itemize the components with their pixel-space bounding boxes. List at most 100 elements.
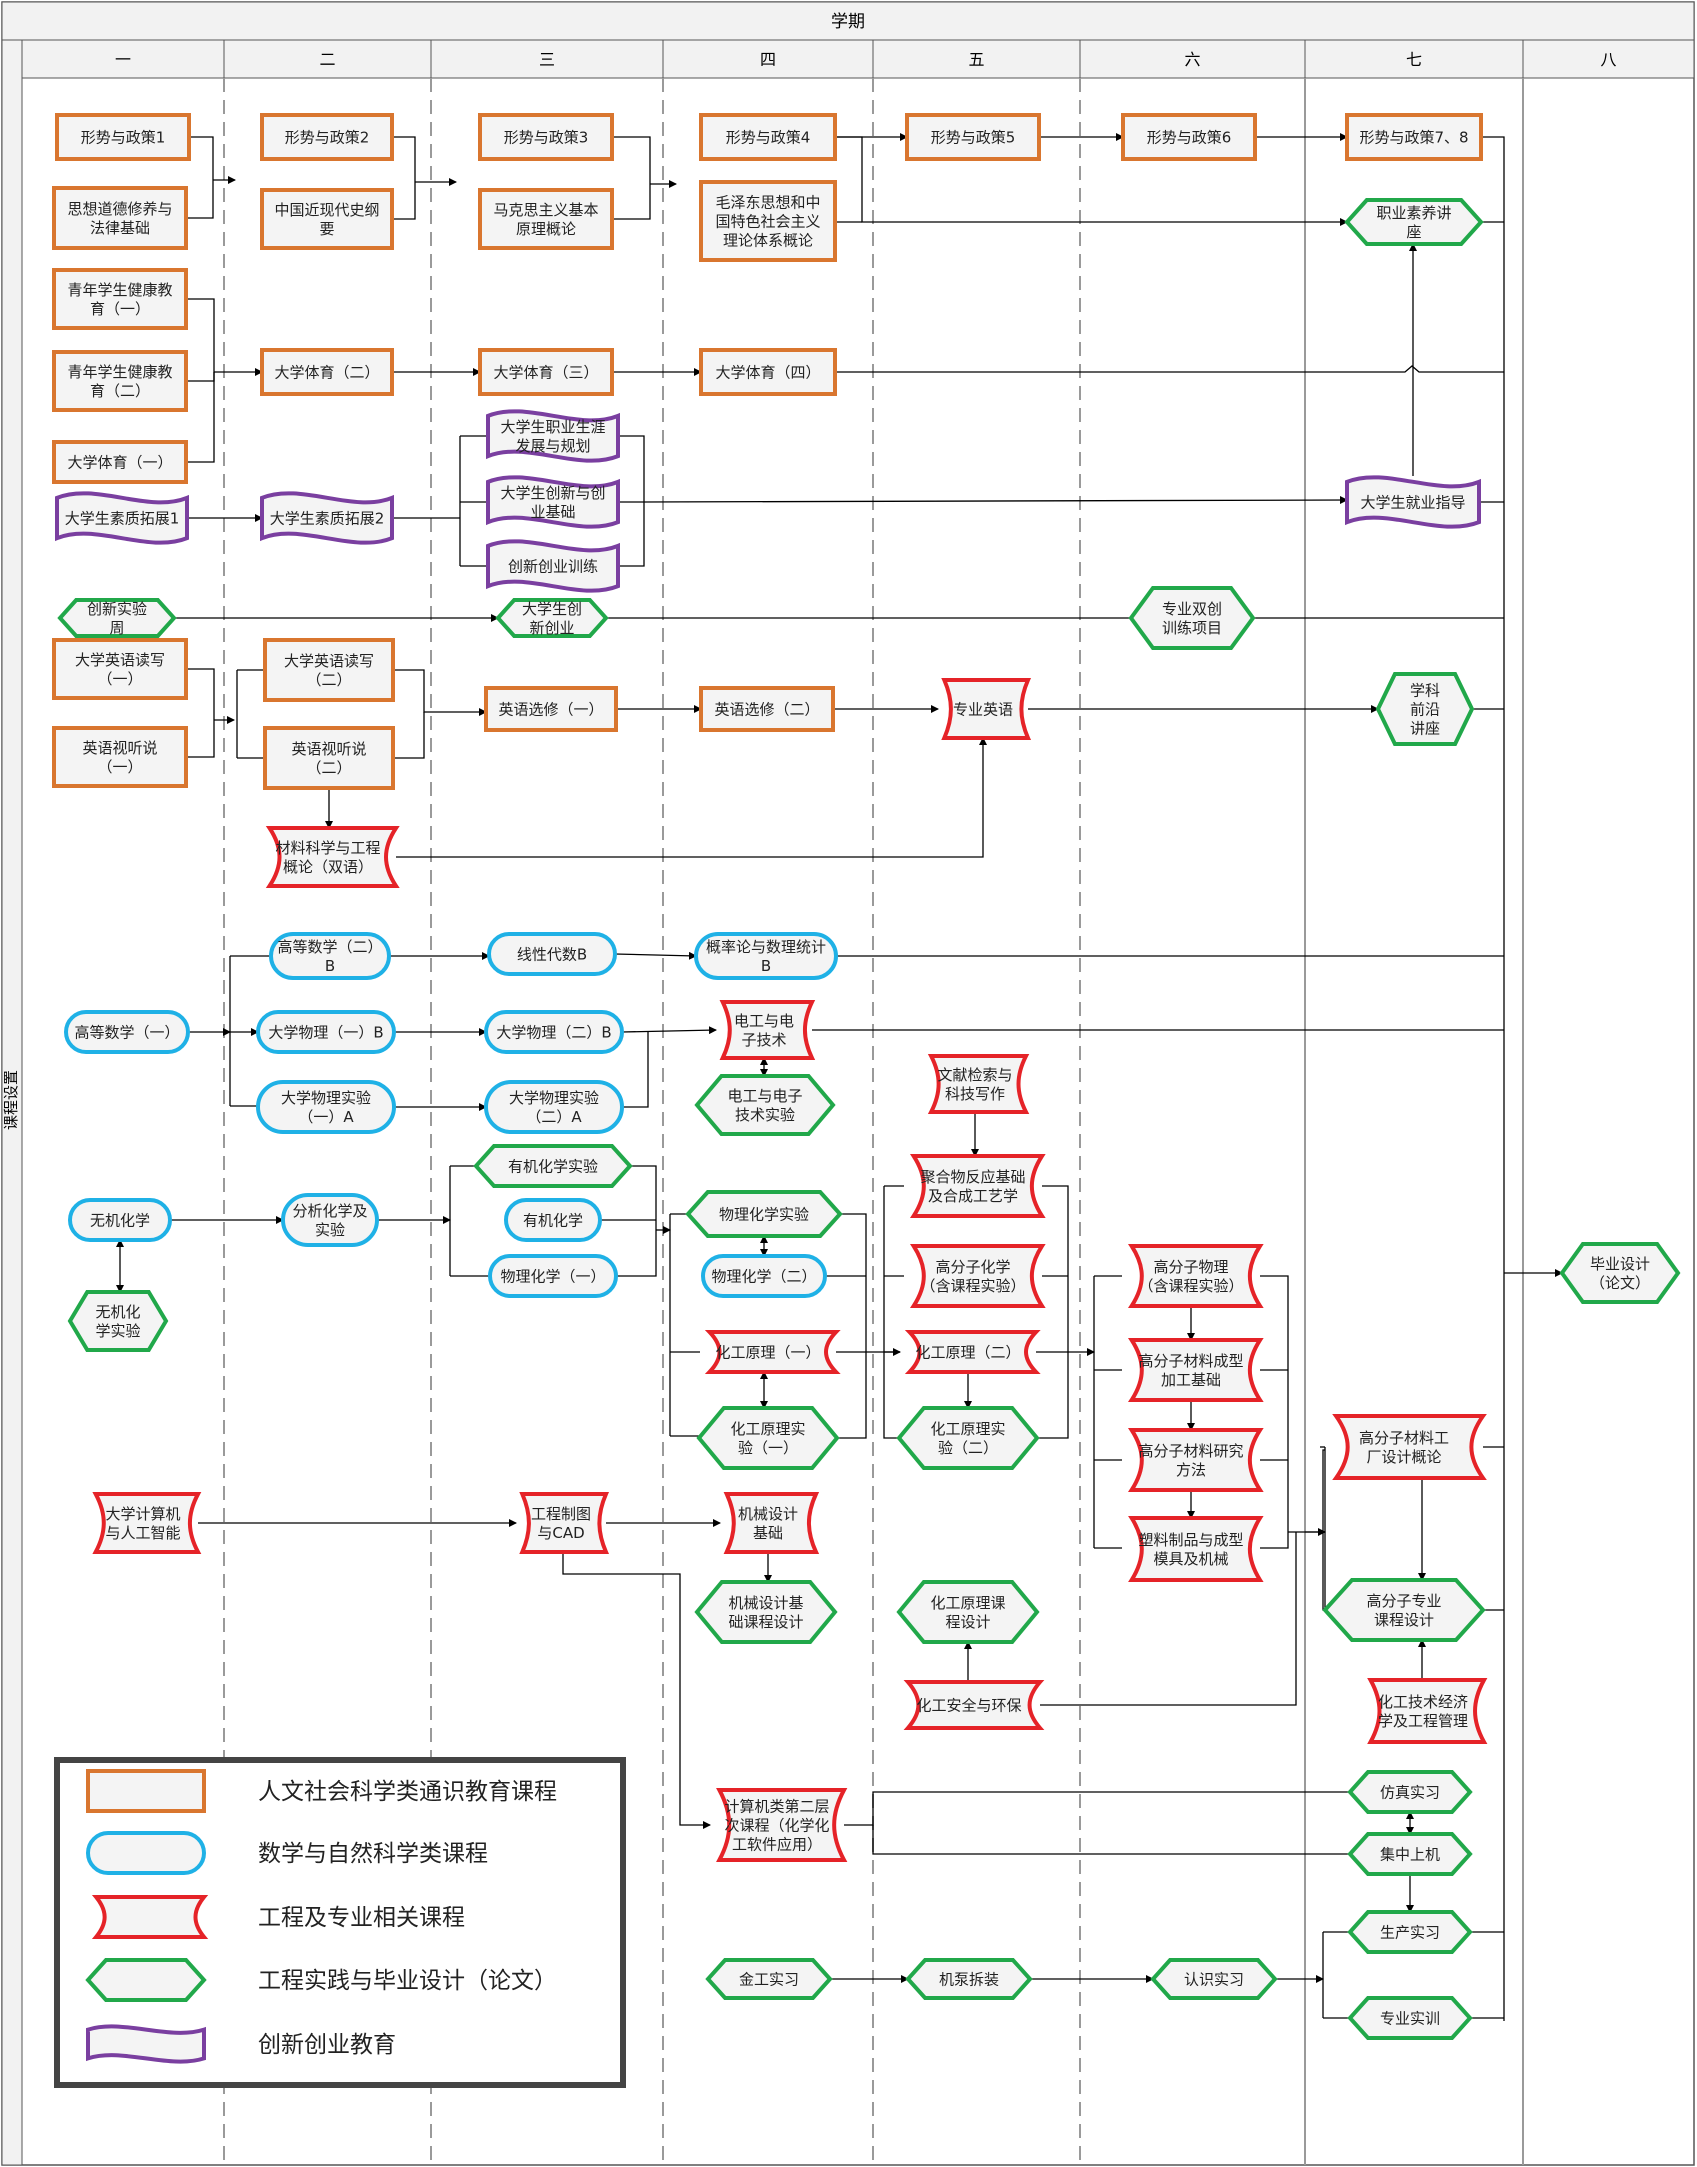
node-label: 塑料制品与成型模具及机械 (1138, 1531, 1243, 1568)
node-jgsx: 金工实习 (705, 1958, 833, 2000)
node-wlhx2: 物理化学（二） (701, 1254, 827, 1298)
node-label: 形势与政策6 (1147, 128, 1232, 146)
semester-header-cell (1304, 39, 1524, 79)
node-hgsy2: 化工原理实验（二） (896, 1406, 1040, 1470)
node-label: 机械设计基础课程设计 (728, 1594, 803, 1631)
node-label: 英语视听说（二） (291, 740, 366, 777)
semester-header-cell (1079, 39, 1306, 79)
semester-header-label: 六 (1184, 50, 1200, 69)
connector (1322, 1449, 1325, 1532)
connector (393, 669, 487, 716)
node-yydx2: 大学英语读写（二） (263, 638, 395, 702)
connector (643, 496, 1348, 505)
node-label: 物理化学（二） (711, 1267, 816, 1285)
node-zytz1: 大学生素质拓展1 (55, 491, 189, 545)
connector (612, 184, 651, 220)
node-xxds: 线性代数B (487, 932, 617, 976)
node-qnjk2: 青年学生健康教育（二） (52, 350, 188, 412)
node-label: 高分子专业课程设计 (1366, 1592, 1441, 1629)
node-dxwl2: 大学物理（二）B (484, 1010, 624, 1054)
node-gczt: 工程制图与CAD (519, 1492, 610, 1554)
node-label: 专业双创训练项目 (1162, 600, 1222, 637)
node-label: 毛泽东思想和中国特色社会主义理论体系概论 (715, 193, 820, 249)
side-header: 课程设置 (2, 1070, 20, 1130)
node-label: 思想道德修养与法律基础 (67, 200, 172, 237)
connector (1260, 1275, 1289, 1549)
node-label: 大学英语读写（二） (284, 652, 374, 689)
node-yyxx2: 英语选修（二） (699, 686, 835, 732)
legend-label: 工程实践与毕业设计（论文） (258, 1968, 557, 1994)
node-hgsy1: 化工原理实验（一） (696, 1406, 840, 1470)
node-label: 化工原理课程设计 (930, 1594, 1005, 1631)
node-xs5: 形势与政策5 (905, 113, 1041, 161)
node-jhfy: 聚合物反应基础及合成工艺学 (909, 1154, 1046, 1218)
node-zysy: 职业素养讲座 (1344, 198, 1484, 246)
node-label: 大学物理实验（一）A (281, 1089, 371, 1126)
node-label: 英语视听说（一） (82, 739, 157, 776)
node-label: 大学体育（四） (715, 363, 820, 381)
node-label: 化工原理实验（一） (730, 1420, 805, 1457)
connector (835, 365, 1504, 373)
node-label: 中国近现代史纲要 (274, 201, 379, 238)
node-label: 线性代数B (517, 945, 587, 963)
node-label: 化工原理实验（二） (930, 1420, 1005, 1457)
side-header-bg (1, 39, 23, 2166)
node-zyyy: 专业英语 (941, 678, 1032, 740)
node-hgjj: 化工技术经济学及工程管理 (1367, 1678, 1488, 1744)
node-jzsj: 集中上机 (1347, 1832, 1473, 1876)
legend-label: 数学与自然科学类课程 (258, 1841, 488, 1867)
node-label: 分析化学及实验 (292, 1202, 367, 1239)
node-jydd: 大学生就业指导 (1345, 475, 1481, 529)
node-label: 电工与电子技术实验 (727, 1087, 802, 1124)
node-xs6: 形势与政策6 (1121, 113, 1257, 161)
semester-header-label: 一 (115, 50, 131, 69)
node-slzp: 塑料制品与成型模具及机械 (1128, 1516, 1264, 1582)
node-yyxx1: 英语选修（一） (484, 686, 618, 732)
node-label: 专业英语 (953, 700, 1013, 718)
legend-swatch (91, 1895, 209, 1939)
node-label: 形势与政策2 (285, 128, 370, 146)
semester-header-label: 四 (760, 50, 776, 69)
node-label: 高分子材料工厂设计概论 (1359, 1429, 1449, 1466)
node-label: 聚合物反应基础及合成工艺学 (920, 1168, 1025, 1205)
node-label: 形势与政策1 (81, 128, 166, 146)
connector (622, 1032, 649, 1108)
semester-header-label: 五 (968, 50, 984, 69)
node-gdsx2: 高等数学（二）B (269, 932, 391, 980)
node-label: 高等数学（一） (74, 1023, 179, 1041)
edges (116, 133, 1563, 2021)
legend-item: 工程实践与毕业设计（论文） (85, 1958, 557, 2002)
semester-header-label: 二 (319, 50, 335, 69)
node-label: 大学生职业生涯发展与规划 (500, 418, 605, 455)
legend-item: 创新创业教育 (86, 2024, 396, 2064)
connector (396, 737, 987, 858)
legend-item: 数学与自然科学类课程 (86, 1831, 488, 1875)
node-zysy-gh: 大学生职业生涯发展与规划 (486, 409, 620, 463)
semester-header-cell (872, 39, 1081, 79)
node-label: 物理化学实验 (719, 1205, 809, 1223)
node-hgaq: 化工安全与环保 (903, 1680, 1045, 1730)
connector (837, 1213, 867, 1439)
connector (835, 136, 1348, 226)
node-ty3: 大学体育（三） (478, 348, 614, 396)
node-label: 高等数学（二）B (277, 938, 382, 975)
node-label: 高分子化学（含课程实验） (920, 1258, 1025, 1295)
node-label: 形势与政策7、8 (1359, 128, 1468, 146)
node-xs3: 形势与政策3 (478, 113, 614, 161)
connector (1040, 1532, 1297, 1706)
node-wjsy: 无机化学实验 (67, 1290, 169, 1352)
node-label: 高分子物理（含课程实验） (1138, 1258, 1243, 1295)
node-label: 物理化学（一） (500, 1267, 605, 1285)
node-label: 大学生素质拓展1 (65, 509, 180, 527)
node-label: 创新实验周 (87, 600, 147, 637)
node-label: 化工技术经济学及工程管理 (1378, 1693, 1468, 1730)
node-label: 大学物理（一）B (268, 1023, 383, 1041)
node-label: 无机化学实验 (95, 1303, 140, 1340)
legend-swatch (86, 1769, 206, 1813)
node-dgdz: 电工与电子技术 (719, 1000, 816, 1060)
node-hgyl2: 化工原理（二） (904, 1330, 1041, 1374)
node-label: 计算机类第二层次课程（化学化工软件应用） (724, 1797, 829, 1853)
node-gfzhx: 高分子化学（含课程实验） (909, 1244, 1046, 1308)
connector (562, 1552, 711, 1829)
